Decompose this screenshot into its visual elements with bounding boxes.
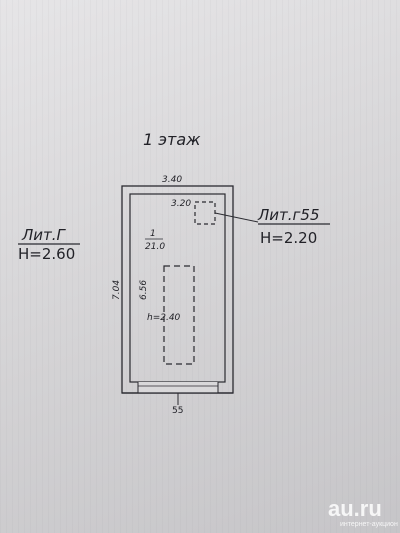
- inner-dashed-zone: [163, 265, 195, 365]
- room-area: 21.0: [145, 242, 165, 252]
- watermark-logo: au.ru: [328, 496, 382, 521]
- room-number: 1: [150, 229, 156, 239]
- right-annex-height: H=2.20: [260, 229, 317, 247]
- inner-height-label: h=2.40: [147, 313, 181, 323]
- left-annex-height: H=2.60: [18, 245, 75, 263]
- annex-g55-box: [194, 201, 216, 225]
- watermark-subtext: интернет-аукцион: [340, 521, 398, 528]
- right-annex-name: Лит.г55: [257, 206, 320, 224]
- bottom-label: 55: [172, 406, 183, 416]
- door-gap: [138, 382, 218, 393]
- top-width-label: 3.40: [162, 175, 182, 185]
- small-width-label: 3.20: [171, 199, 191, 209]
- outer-length-label: 7.04: [112, 280, 122, 300]
- left-annex-name: Лит.Г: [21, 226, 67, 244]
- annex-leader-line: [214, 212, 259, 223]
- floor-title: 1 этаж: [143, 130, 201, 149]
- inner-length-label: 6.56: [139, 280, 149, 300]
